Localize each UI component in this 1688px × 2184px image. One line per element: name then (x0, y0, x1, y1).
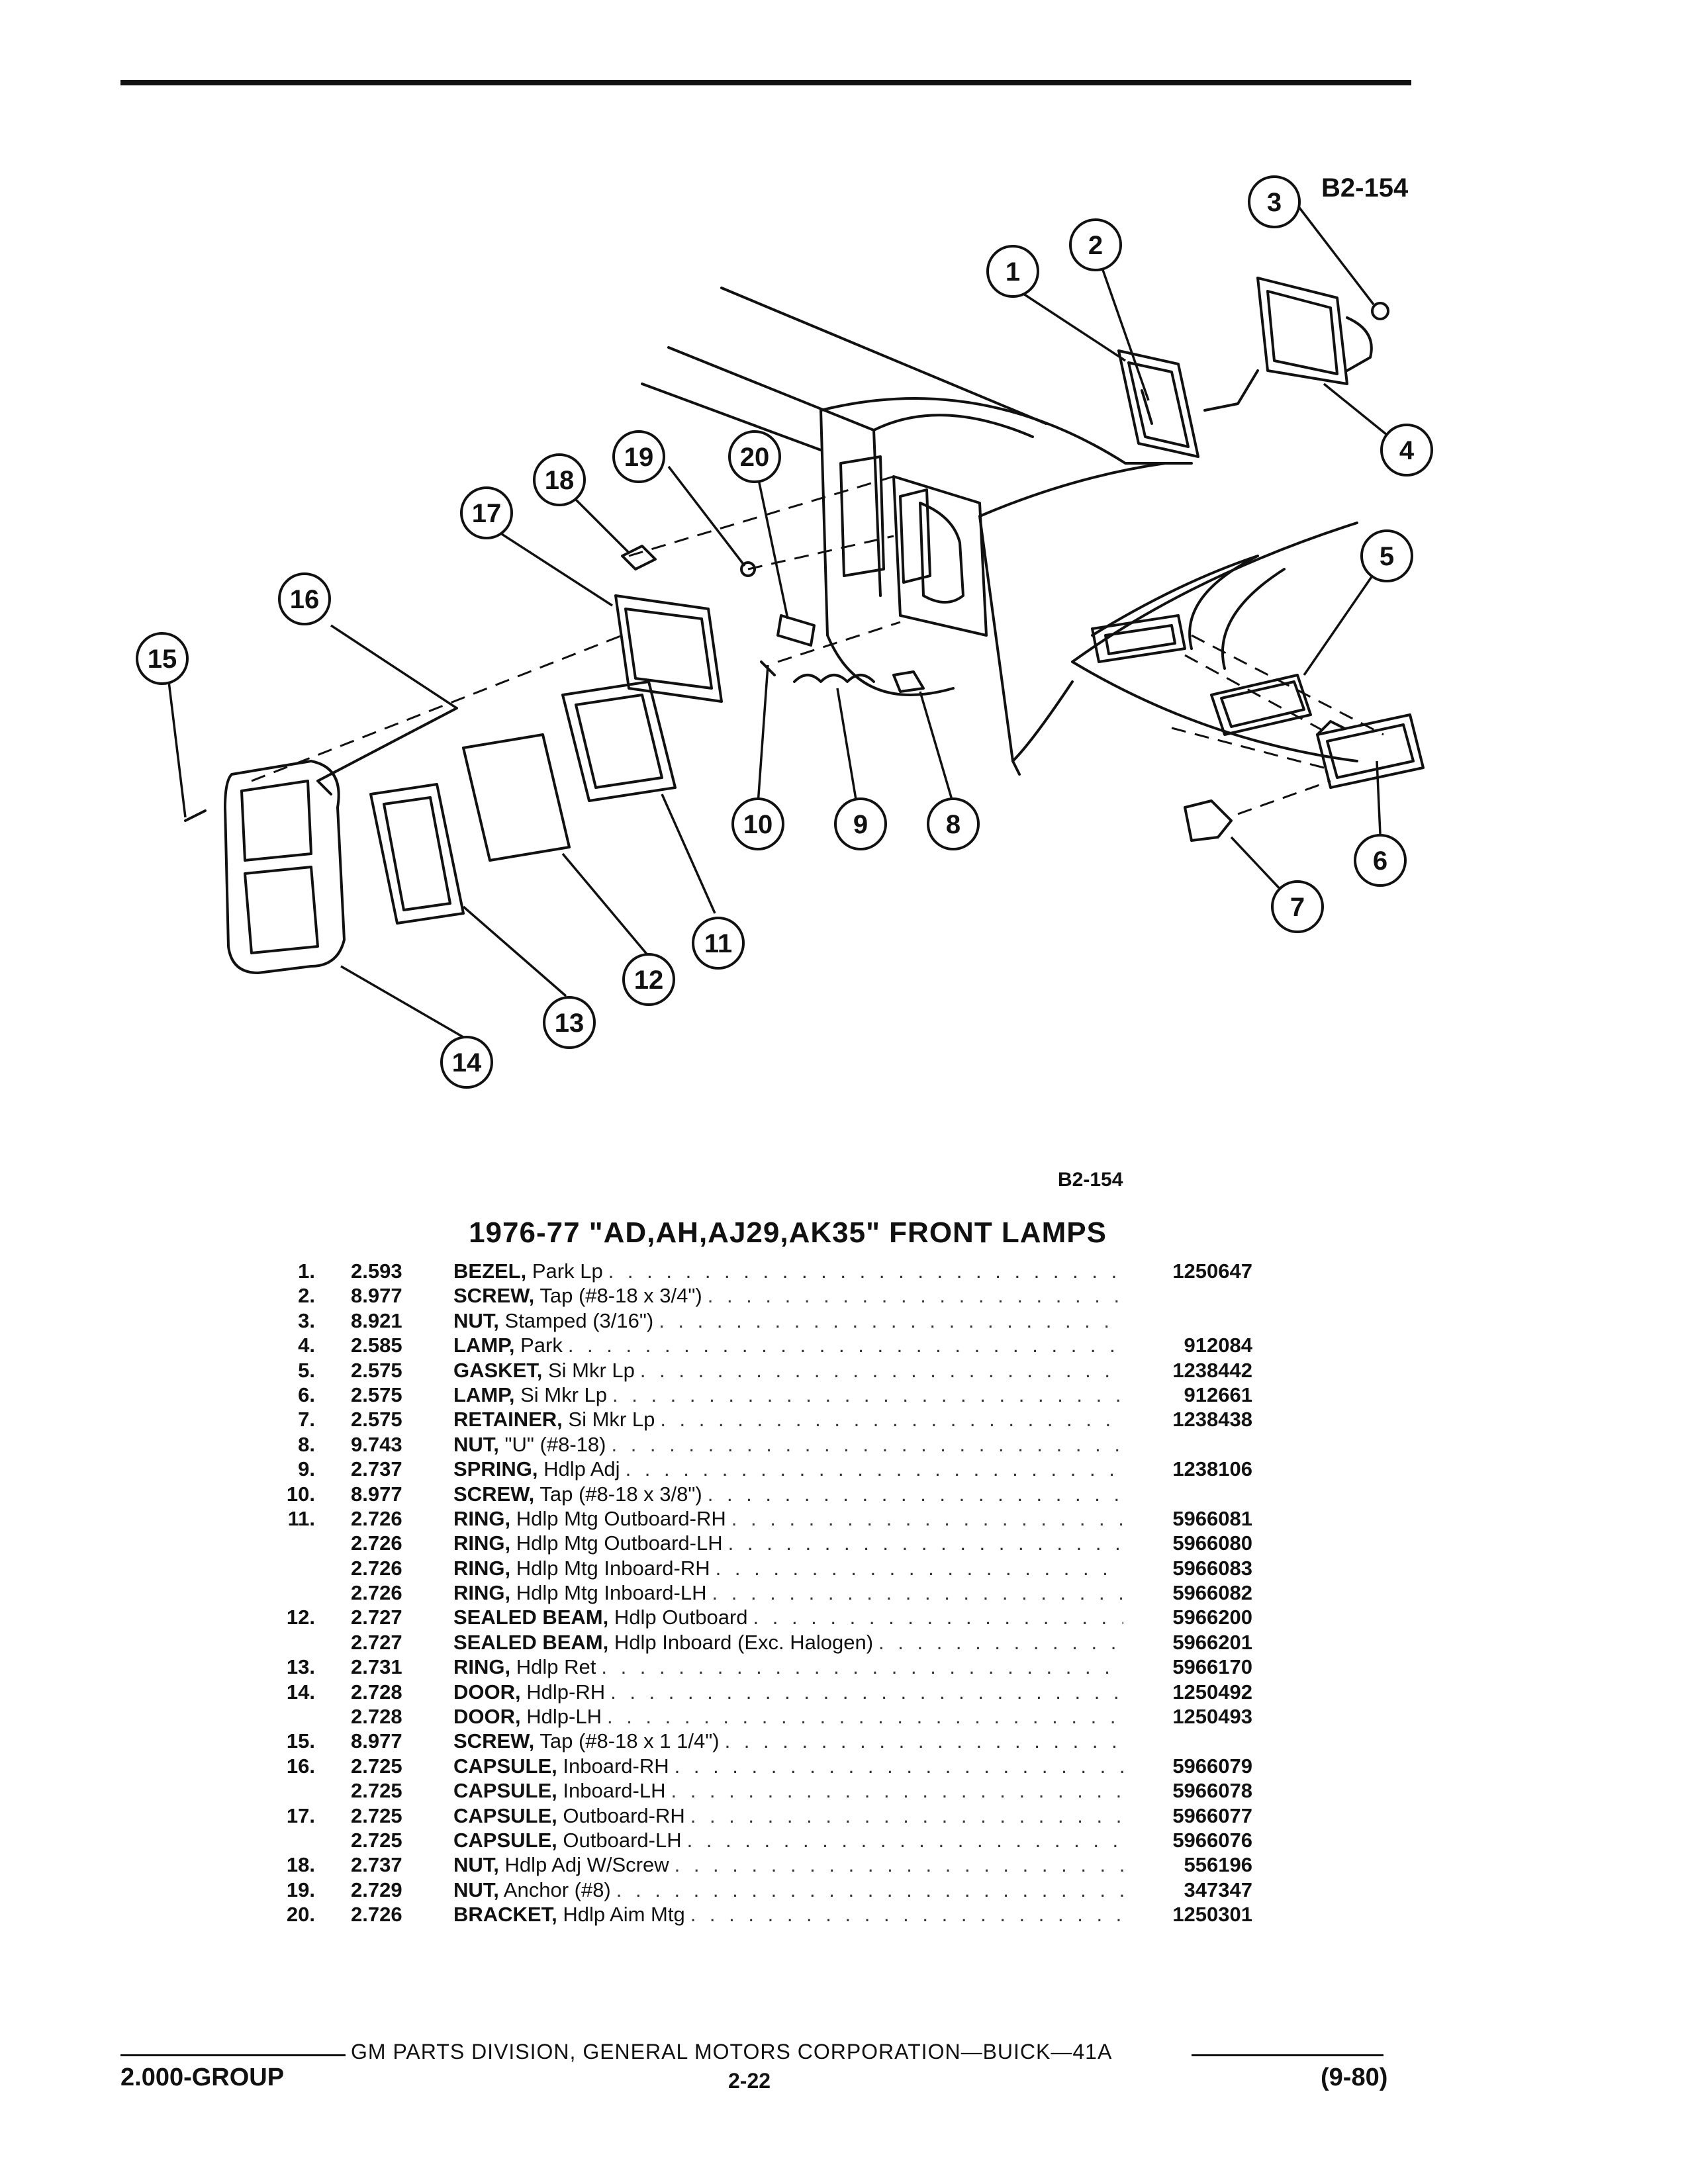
part-18-adj-nut (621, 545, 657, 570)
fender-body-outline (641, 287, 1358, 776)
callout-1: 1 (1006, 257, 1020, 287)
part-5-gasket (1210, 674, 1312, 736)
part-9-spring (793, 674, 875, 683)
footer-page-number: 2-22 (728, 2069, 771, 2093)
callout-7: 7 (1290, 893, 1305, 922)
part-17-capsule (614, 594, 723, 703)
footer-rule-right (1192, 2054, 1383, 2056)
part-16-capsule-line (316, 707, 458, 796)
callout-13: 13 (555, 1009, 585, 1038)
part-3-nut (1371, 302, 1389, 320)
part-20-bracket (776, 614, 816, 647)
callout-4: 4 (1399, 436, 1415, 465)
callout-16: 16 (290, 585, 320, 614)
footer-rule-left (120, 2054, 346, 2056)
callout-5: 5 (1380, 542, 1394, 571)
callout-19: 19 (624, 443, 654, 472)
callout-10: 10 (743, 810, 773, 839)
footer-group: 2.000-GROUP (120, 2064, 285, 2091)
callout-11: 11 (704, 929, 732, 958)
callout-2: 2 (1088, 231, 1103, 260)
callout-12: 12 (634, 966, 664, 995)
part-2-screw (1141, 389, 1153, 425)
figure-code-top: B2-154 (1321, 173, 1409, 203)
callout-14: 14 (452, 1048, 482, 1077)
footer-date: (9-80) (1321, 2064, 1388, 2091)
headlamp-mount-frame (839, 455, 988, 637)
part-14-door (224, 760, 346, 974)
callout-18: 18 (545, 466, 575, 495)
part-15-screw (184, 809, 207, 822)
catalog-title: 1976-77 "AD,AH,AJ29,AK35" FRONT LAMPS (469, 1216, 1107, 1249)
part-19-anchor-nut (740, 561, 756, 577)
part-8-u-nut (892, 670, 925, 693)
callout-6: 6 (1373, 846, 1387, 876)
callout-9: 9 (853, 810, 868, 839)
callout-17: 17 (472, 499, 502, 528)
part-6-side-marker-lamp (1316, 713, 1425, 789)
top-rule (120, 80, 1411, 85)
callout-8: 8 (946, 810, 961, 839)
part-11-mounting-ring (561, 680, 677, 802)
callout-3: 3 (1267, 188, 1282, 217)
part-12-sealed-beam (462, 733, 571, 862)
callout-20: 20 (740, 443, 770, 472)
footer-publisher: GM PARTS DIVISION, GENERAL MOTORS CORPOR… (351, 2040, 1113, 2064)
exploded-parts-diagram: 1 2 3 4 5 6 7 8 9 10 11 12 13 14 15 16 1… (136, 175, 1433, 1089)
callout-15: 15 (148, 645, 177, 674)
part-4-park-lamp (1203, 277, 1373, 412)
side-marker-opening (1091, 614, 1186, 663)
part-1-bezel (1117, 349, 1199, 458)
part-13-retaining-ring (369, 783, 465, 925)
part-7-retainer (1184, 799, 1233, 842)
figure-code-bottom: B2-154 (1058, 1169, 1123, 1191)
